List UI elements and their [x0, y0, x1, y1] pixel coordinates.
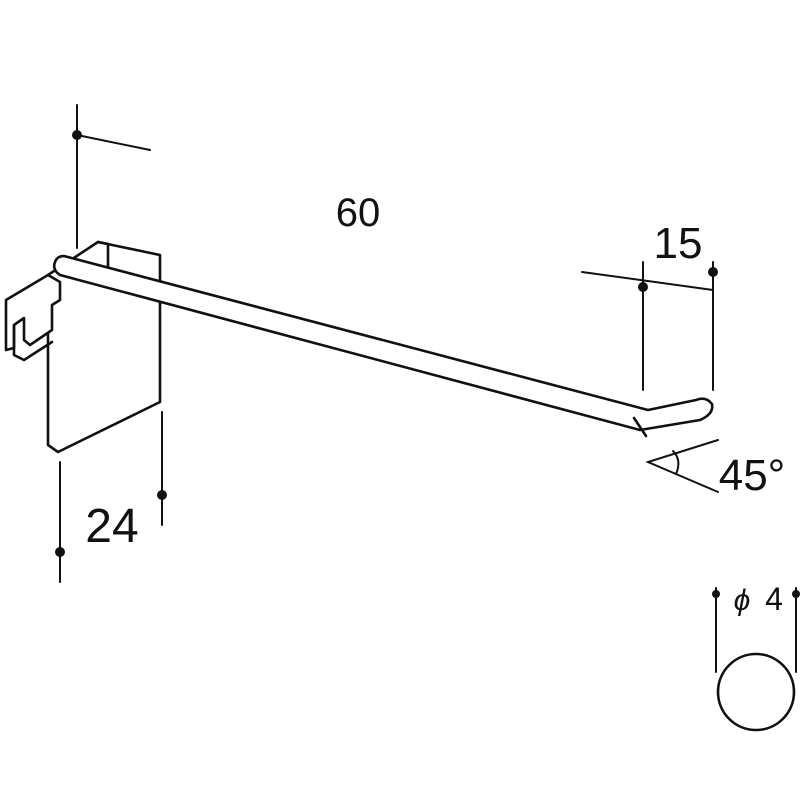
wire-arm: [52, 254, 714, 438]
hook-angle-dimension: 45°: [645, 439, 786, 500]
wire-diameter-detail: ϕ 4: [712, 581, 800, 732]
hook-length-dimension: 15: [581, 219, 718, 391]
diameter-left-dot: [712, 590, 720, 598]
hook-length-label: 15: [654, 219, 703, 268]
diameter-label: 4: [765, 581, 783, 617]
hook-length-start-dot: [638, 282, 648, 292]
length-label: 60: [336, 191, 381, 235]
hook-angle-label: 45°: [719, 451, 786, 500]
hook-length-end-dot: [708, 267, 718, 277]
bracket-height-start-dot: [55, 547, 65, 557]
bracket-height-label: 24: [85, 500, 138, 553]
length-dimension-start-dot: [72, 130, 82, 140]
diameter-right-dot: [792, 590, 800, 598]
length-dimension: 60: [72, 104, 381, 249]
bracket-height-end-dot: [157, 490, 167, 500]
bracket-height-dimension: 24: [55, 411, 167, 583]
wire-cross-section-circle: [716, 652, 796, 732]
diameter-symbol: ϕ: [734, 584, 751, 617]
